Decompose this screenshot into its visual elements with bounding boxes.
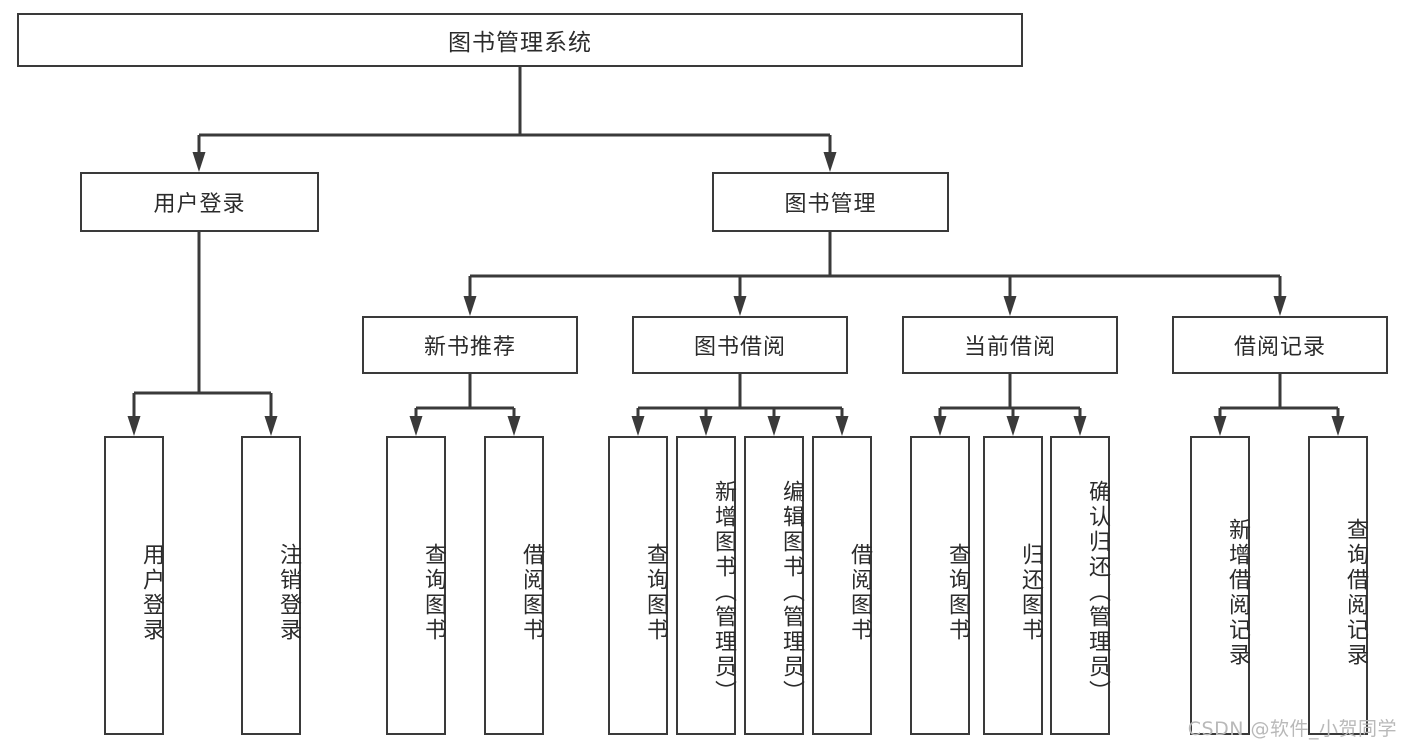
node-leaf_borrow_book_2[interactable]: 借阅图书 [812,436,872,735]
node-label: 借阅记录 [1233,335,1326,360]
csdn-watermark: CSDN @软件_小贺同学 [1187,718,1397,740]
node-label: 新增借阅记录 [1225,517,1250,668]
node-label: 确认归还（管理员） [1085,480,1110,705]
node-label: 借阅图书 [847,542,872,643]
node-user_login[interactable]: 用户登录 [80,172,319,232]
node-leaf_query_book_2[interactable]: 查询图书 [608,436,668,735]
node-leaf_edit_book[interactable]: 编辑图书（管理员） [744,436,804,735]
node-leaf_query_book_3[interactable]: 查询图书 [910,436,970,735]
node-book_manage[interactable]: 图书管理 [712,172,949,232]
node-leaf_logout[interactable]: 注销登录 [241,436,301,735]
node-leaf_return_book[interactable]: 归还图书 [983,436,1043,735]
node-leaf_borrow_book_1[interactable]: 借阅图书 [484,436,544,735]
node-label: 图书管理系统 [448,30,592,56]
node-label: 新书推荐 [423,335,516,360]
node-leaf_query_book_1[interactable]: 查询图书 [386,436,446,735]
node-label: 用户登录 [153,192,246,217]
node-leaf_add_record[interactable]: 新增借阅记录 [1190,436,1250,735]
node-label: 查询图书 [421,542,446,643]
node-label: 当前借阅 [963,335,1056,360]
node-label: 归还图书 [1018,542,1043,643]
node-leaf_add_book[interactable]: 新增图书（管理员） [676,436,736,735]
node-label: 用户登录 [139,542,164,643]
node-book_borrow[interactable]: 图书借阅 [632,316,848,374]
node-new_book_rec[interactable]: 新书推荐 [362,316,578,374]
node-label: 查询图书 [643,542,668,643]
node-label: 查询借阅记录 [1343,517,1368,668]
node-borrow_record[interactable]: 借阅记录 [1172,316,1388,374]
node-leaf_query_record[interactable]: 查询借阅记录 [1308,436,1368,735]
node-label: 编辑图书（管理员） [779,480,804,705]
node-leaf_user_login[interactable]: 用户登录 [104,436,164,735]
node-root[interactable]: 图书管理系统 [17,13,1023,67]
node-current_borrow[interactable]: 当前借阅 [902,316,1118,374]
node-leaf_confirm_return[interactable]: 确认归还（管理员） [1050,436,1110,735]
node-label: 图书管理 [784,192,877,217]
node-label: 查询图书 [945,542,970,643]
node-label: 注销登录 [276,542,301,643]
node-label: 图书借阅 [693,335,786,360]
node-label: 新增图书（管理员） [711,480,736,705]
node-label: 借阅图书 [519,542,544,643]
